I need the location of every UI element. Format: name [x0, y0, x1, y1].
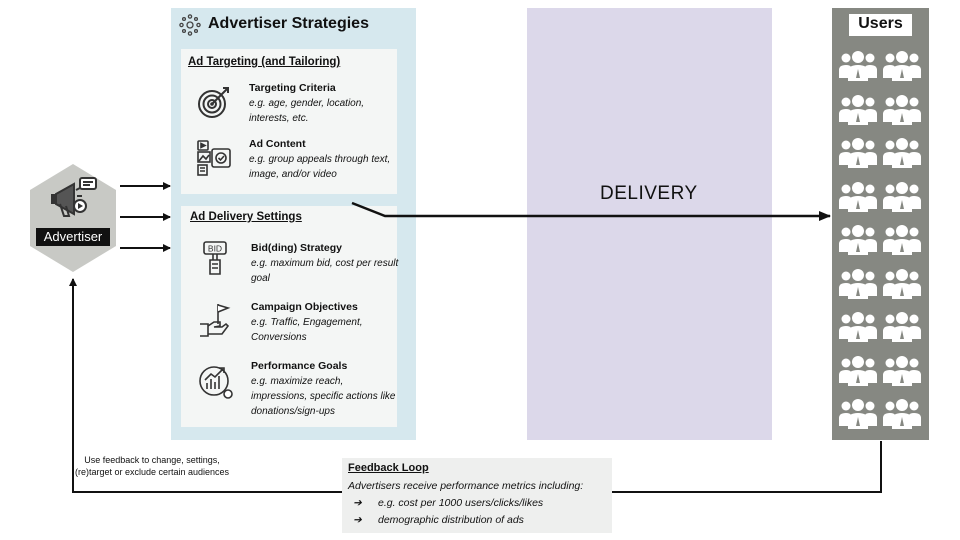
targeting-criteria-desc: e.g. age, gender, location, interests, e…: [249, 98, 365, 124]
megaphone-icon: [51, 177, 97, 217]
users-title-box: [849, 14, 912, 36]
users-to-feedback-line: [612, 441, 882, 493]
user-group-icon: [883, 225, 921, 255]
user-group-icon: [839, 399, 877, 429]
targeting-criteria-title: Targeting Criteria: [249, 82, 336, 94]
growth-chart-icon: [199, 366, 233, 399]
performance-goals-desc: e.g. maximize reach, impressions, specif…: [251, 376, 396, 417]
feedback-loop-box: [342, 458, 612, 533]
delivery-label: DELIVERY: [600, 183, 698, 204]
advertiser-hexagon: [30, 164, 116, 272]
ad-content-desc: e.g. group appeals through text, image, …: [249, 154, 391, 180]
feedback-item: demographic distribution of ads: [378, 514, 524, 526]
feedback-loop-title: Feedback Loop: [348, 462, 429, 474]
bid-icon-text: BID: [208, 244, 222, 254]
advertiser-label: Advertiser: [36, 228, 110, 246]
user-group-icon: [839, 51, 877, 81]
performance-goals-title: Performance Goals: [251, 360, 348, 372]
feedback-item: e.g. cost per 1000 users/clicks/likes: [378, 497, 544, 509]
campaign-objectives-desc: e.g. Traffic, Engagement, Conversions: [251, 317, 363, 343]
user-group-icon: [839, 312, 877, 342]
strategy-network-icon: [179, 14, 201, 36]
flag-hand-icon: [200, 304, 231, 337]
strategies-title: Advertiser Strategies: [208, 15, 369, 32]
user-group-icon: [839, 225, 877, 255]
user-group-icon: [883, 94, 921, 125]
user-group-icon: [839, 94, 877, 125]
users-title: Users: [858, 15, 903, 32]
user-group-icon: [883, 312, 921, 342]
user-group-icon: [883, 355, 921, 386]
bidding-strategy-title: Bid(ding) Strategy: [251, 242, 342, 254]
ad-targeting-card: [181, 49, 397, 194]
user-group-icon: [883, 399, 921, 429]
feedback-loop-desc: Advertisers receive performance metrics …: [348, 480, 584, 492]
target-icon: [198, 87, 229, 118]
media-content-icon: [197, 140, 231, 176]
ad-content-title: Ad Content: [249, 138, 306, 150]
ad-targeting-heading: Ad Targeting (and Tailoring): [188, 56, 341, 68]
delivery-box: [527, 8, 772, 440]
user-group-icon: [883, 268, 921, 299]
user-group-icon: [839, 181, 877, 212]
feedback-bullet-arrow: ➔: [353, 514, 362, 526]
user-group-icon: [883, 51, 921, 81]
user-group-icon: [839, 268, 877, 299]
bid-paddle-icon: BID: [203, 241, 227, 275]
feedback-note: Use feedback to change, settings, (re)ta…: [74, 455, 230, 477]
user-group-icon: [883, 181, 921, 212]
bidding-strategy-desc: e.g. maximum bid, cost per result goal: [251, 258, 399, 284]
feedback-bullet-arrow: ➔: [353, 497, 362, 509]
ad-delivery-settings-heading: Ad Delivery Settings: [190, 211, 302, 223]
user-group-icon: [883, 138, 921, 168]
campaign-objectives-title: Campaign Objectives: [251, 301, 358, 313]
user-group-icon: [839, 355, 877, 386]
user-group-icon: [839, 138, 877, 168]
